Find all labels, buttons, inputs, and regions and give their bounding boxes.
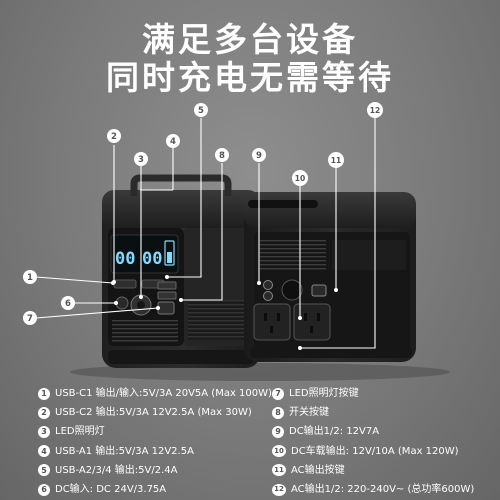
- legend-text: DC输出1/2: 12V7A: [289, 426, 380, 438]
- callout-lines: [35, 118, 376, 349]
- callout-2: 2: [107, 129, 121, 143]
- svg-text:4: 4: [170, 137, 176, 147]
- callout-3: 3: [134, 152, 148, 166]
- headline-line-2: 同时充电无需等待: [106, 58, 394, 97]
- svg-text:8: 8: [219, 151, 225, 161]
- legend-number: 1: [38, 387, 50, 400]
- legend-item-2: 2 USB-C2 输出:5V/3A 12V2.5A (Max 30W): [38, 403, 272, 422]
- svg-text:11: 11: [331, 156, 341, 165]
- legend-item-6: 6 DC输入: DC 24V/3.75A: [38, 480, 272, 499]
- right-vent-cover: [332, 240, 406, 270]
- legend-number: 11: [272, 464, 286, 477]
- svg-text:6: 6: [65, 299, 71, 309]
- legend-item-3: 3 LED照明灯: [38, 422, 272, 441]
- legend-text: DC车载输出: 12V/10A (Max 120W): [291, 445, 459, 457]
- legend-item-5: 5 USB-A2/3/4 输出:5V/2.4A: [38, 461, 272, 480]
- legend-number: 6: [38, 483, 50, 496]
- right-lid: [244, 192, 416, 228]
- svg-text:10: 10: [295, 174, 305, 183]
- svg-text:9: 9: [256, 151, 262, 161]
- lcd-digits-left: 00: [115, 249, 135, 269]
- right-vent: [260, 240, 326, 270]
- legend-text: AC输出按键: [291, 464, 345, 476]
- legend-text: LED照明灯按键: [289, 388, 359, 399]
- legend-number: 8: [272, 406, 284, 419]
- usb-a1-port: [157, 281, 177, 290]
- svg-text:5: 5: [198, 106, 204, 116]
- legend-number: 4: [38, 445, 50, 458]
- callout-7: 7: [23, 311, 37, 325]
- legend-number: 10: [272, 445, 286, 458]
- legend-text: USB-A2/3/4 输出:5V/2.4A: [55, 464, 178, 476]
- callout-8: 8: [215, 148, 229, 162]
- callout-dots: [111, 275, 338, 350]
- callout-1: 1: [23, 270, 37, 284]
- usb-a2-port: [157, 291, 177, 300]
- legend-right-column: 7 LED照明灯按键 8 开关按键 9 DC输出1/2: 12V7A 10 DC车载输出…: [272, 384, 474, 499]
- dc-output-2: [263, 291, 273, 301]
- svg-text:3: 3: [138, 155, 144, 165]
- callout-4: 4: [166, 134, 180, 148]
- left-base: [108, 350, 254, 364]
- battery-level: [167, 252, 172, 263]
- legend-number: 2: [38, 406, 50, 419]
- dc-output-1: [263, 280, 273, 290]
- legend-item-10: 10 DC车载输出: 12V/10A (Max 120W): [272, 442, 474, 461]
- legend-number: 3: [38, 425, 50, 438]
- legend-item-8: 8 开关按键: [272, 403, 474, 422]
- legend-text: USB-C1 输出/输入:5V/3A 20V5A (Max 100W): [55, 388, 272, 399]
- left-handle: [130, 174, 232, 196]
- right-base: [250, 346, 412, 358]
- left-grill: [112, 320, 178, 342]
- svg-text:2: 2: [111, 132, 117, 142]
- svg-text:7: 7: [27, 314, 33, 324]
- lcd-digits-right: 00: [142, 249, 162, 269]
- callout-12: 12: [367, 102, 383, 118]
- svg-text:1: 1: [27, 273, 33, 283]
- left-side-grill: [188, 300, 248, 340]
- legend-text: USB-C2 输出:5V/3A 12V2.5A (Max 30W): [55, 407, 252, 419]
- svg-text:12: 12: [370, 106, 380, 115]
- legend-number: 7: [272, 387, 284, 400]
- callout-11: 11: [328, 152, 344, 168]
- power-station-left: 00 00: [102, 174, 260, 368]
- callout-bubbles: 1 2 3 4 5 6 7 8 9 10 11 12: [23, 102, 383, 325]
- left-lid: [102, 190, 260, 228]
- legend-number: 9: [272, 425, 284, 438]
- ac-outlet-1: [253, 303, 291, 341]
- legend-text: 开关按键: [289, 407, 329, 419]
- callout-6: 6: [61, 296, 75, 310]
- usb-c1-port: [113, 279, 137, 289]
- battery-gauge: [164, 240, 175, 266]
- power-switch: [157, 301, 175, 315]
- legend-item-9: 9 DC输出1/2: 12V7A: [272, 422, 474, 441]
- legend-text: DC输入: DC 24V/3.75A: [55, 483, 167, 495]
- legend-text: USB-A1 输出:5V/3A 12V2.5A: [55, 445, 194, 457]
- legend-item-11: 11 AC输出按键: [272, 461, 474, 480]
- power-station-right: [244, 192, 416, 362]
- legend-number: 5: [38, 464, 50, 477]
- car-output-port: [281, 279, 303, 301]
- legend-text: AC输出1/2: 220-240V~ (总功率600W): [291, 483, 475, 495]
- legend-number: 12: [272, 483, 286, 496]
- headline-line-1: 满足多台设备: [142, 20, 358, 59]
- lcd-display: [110, 234, 179, 274]
- callout-5: 5: [194, 103, 208, 117]
- legend-item-4: 4 USB-A1 输出:5V/3A 12V2.5A: [38, 442, 272, 461]
- ac-outlet-2: [293, 303, 331, 341]
- legend-item-12: 12 AC输出1/2: 220-240V~ (总功率600W): [272, 480, 474, 499]
- callout-10: 10: [292, 170, 308, 186]
- callout-9: 9: [252, 148, 266, 162]
- legend-item-7: 7 LED照明灯按键: [272, 384, 474, 403]
- ac-button: [311, 284, 327, 297]
- legend-item-1: 1 USB-C1 输出/输入:5V/3A 20V5A (Max 100W): [38, 384, 272, 403]
- legend-text: LED照明灯: [55, 426, 105, 438]
